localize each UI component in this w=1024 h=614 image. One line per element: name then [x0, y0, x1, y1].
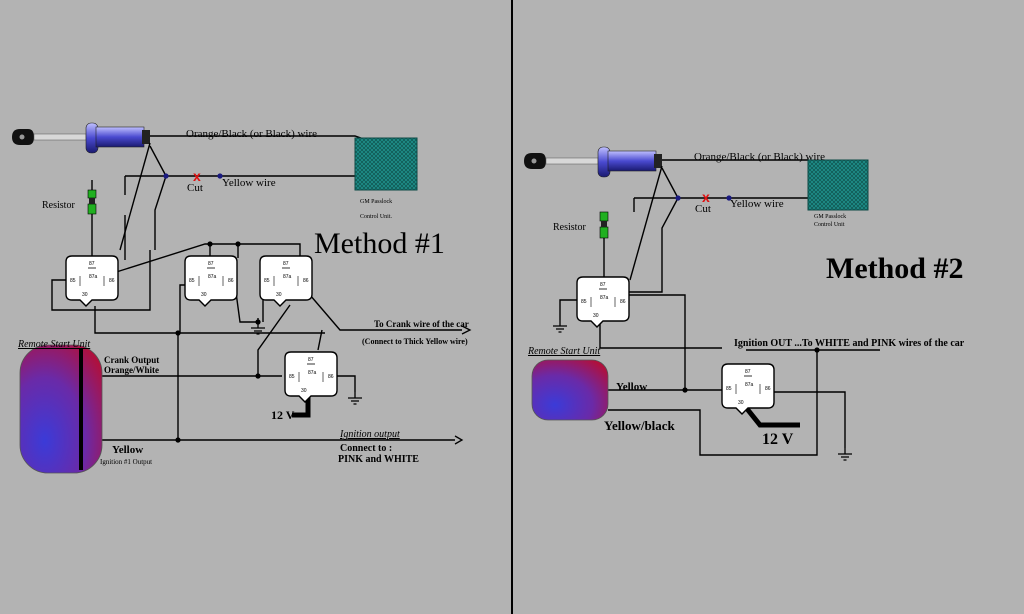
- method-1-panel: Method #1: [11, 122, 472, 474]
- cut-label: Cut: [187, 182, 203, 194]
- cut-label-2: Cut: [695, 203, 711, 215]
- crank-wire-label: To Crank wire of the car: [374, 319, 469, 329]
- resistor-label-2: Resistor: [553, 222, 586, 233]
- gm-passlock-module-icon: [354, 137, 418, 191]
- orange-black-wire-label-2: Orange/Black (or Black) wire: [694, 151, 825, 163]
- gm-passlock-label-2: Control Unit.: [360, 214, 393, 220]
- ignition-1-output-label: Ignition #1 Output: [100, 458, 152, 466]
- method-1-title: Method #1: [314, 227, 445, 260]
- crank-wire-note: (Connect to Thick Yellow wire): [362, 337, 468, 346]
- ignition-out-label: Ignition OUT ...To WHITE and PINK wires …: [734, 338, 965, 349]
- remote-start-unit-icon: [19, 344, 103, 474]
- method-2-title: Method #2: [826, 252, 964, 285]
- remote-start-unit-icon-2: [531, 359, 609, 421]
- yellow-black-label: Yellow/black: [604, 418, 676, 433]
- resistor-icon: [87, 189, 97, 199]
- crank-output-color-label: Orange/White: [104, 365, 159, 375]
- relay-4: [284, 351, 338, 403]
- yellow-wire-label: Yellow wire: [222, 177, 276, 189]
- gm-passlock-label-m2-2: Control Unit: [814, 222, 845, 228]
- cut-mark-icon: x: [193, 168, 201, 184]
- connect-to-label: Connect to :: [340, 443, 392, 454]
- resistor-icon-2: [599, 211, 609, 222]
- twelve-volt-label: 12 V: [271, 408, 295, 422]
- relay-3: [259, 255, 313, 307]
- yellow-label-2: Yellow: [616, 381, 647, 393]
- orange-black-wire-label: Orange/Black (or Black) wire: [186, 128, 317, 140]
- remote-start-unit-label-2: Remote Start Unit: [527, 346, 600, 357]
- relay-2: [184, 255, 238, 307]
- yellow-label: Yellow: [112, 444, 143, 456]
- relay-1: [65, 255, 119, 307]
- resistor-label: Resistor: [42, 200, 75, 211]
- remote-start-unit-label: Remote Start Unit: [17, 339, 90, 350]
- cut-mark-icon-2: x: [702, 189, 710, 205]
- method-2-panel: Method #2 x Orange/Black (o: [523, 146, 965, 461]
- gm-passlock-module-icon-2: [807, 159, 869, 211]
- yellow-wire-label-2: Yellow wire: [730, 198, 784, 210]
- gm-passlock-label: GM Passlock: [360, 199, 392, 205]
- ignition-output-label: Ignition output: [339, 429, 400, 440]
- crank-output-label: Crank Output: [104, 355, 159, 365]
- gm-passlock-label-m2: GM Passlock: [814, 214, 846, 220]
- relay-m2-2: [721, 363, 775, 415]
- twelve-volt-label-2: 12 V: [762, 431, 794, 448]
- pink-white-label: PINK and WHITE: [338, 454, 419, 465]
- relay-m2-1: [576, 276, 630, 328]
